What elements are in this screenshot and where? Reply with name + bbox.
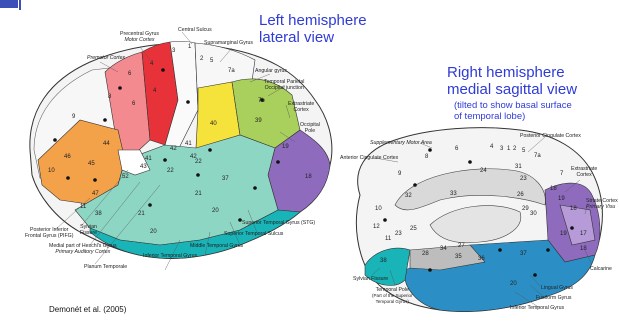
- temporal-parietal-line2: Occipital junction: [264, 85, 304, 91]
- label-planum-temporale: Planum Temporale: [84, 264, 127, 270]
- label-supramarginal-gyrus: Supramarginal Gyrus: [204, 40, 253, 46]
- label-central-sulcus: Central Sulcus: [178, 27, 212, 33]
- label-striate-cortex: Striate Cortex Primary Visu: [586, 198, 618, 210]
- label-superior-temporal-sulcus: Superior Temporal Sulcus: [224, 231, 283, 237]
- label-inferior-temporal-gyrus-right: Inferior Temporal Gyrus: [510, 305, 564, 311]
- svg-text:25: 25: [410, 226, 417, 232]
- svg-text:29: 29: [522, 206, 529, 212]
- svg-text:23: 23: [520, 176, 527, 182]
- svg-text:18: 18: [550, 186, 557, 192]
- svg-text:18: 18: [570, 206, 577, 212]
- svg-text:34: 34: [440, 246, 447, 252]
- svg-text:19: 19: [558, 196, 565, 202]
- label-sylvian-fissure-left: Sylvian Fissure: [80, 224, 97, 236]
- svg-text:35: 35: [455, 254, 462, 260]
- label-extrastriate-right: Extrastriate Cortex: [571, 166, 597, 178]
- svg-text:20: 20: [510, 281, 517, 287]
- svg-text:26: 26: [517, 192, 524, 198]
- striate-line2: Primary Visu: [586, 204, 618, 210]
- label-middle-temporal-gyrus: Middle Temporal Gyrus: [190, 243, 243, 249]
- extrastriate-right-line2: Cortex: [571, 172, 597, 178]
- svg-text:12: 12: [373, 224, 380, 230]
- label-temporal-pole: Temporal Pole (Part of the Superior Temp…: [372, 287, 413, 305]
- svg-text:10: 10: [375, 206, 382, 212]
- label-occipital-pole: Occipital Pole: [300, 122, 320, 134]
- label-superior-temporal-gyrus: Superior Temporal Gyrus (STG): [242, 220, 315, 226]
- svg-text:19: 19: [560, 231, 567, 237]
- label-posterior-inferior-frontal: Posterior Inferior Frontal Gyrus (PIFG): [25, 227, 73, 239]
- svg-text:17: 17: [580, 231, 587, 237]
- svg-text:7a: 7a: [534, 153, 541, 159]
- label-heschls-gyrus: Medial part of Heschl's Gyrus Primary Au…: [49, 243, 117, 255]
- label-supplementary-motor-area: Supplementary Motor Area: [370, 140, 432, 146]
- pifg-line2: Frontal Gyrus (PIFG): [25, 233, 73, 239]
- svg-text:37: 37: [520, 251, 527, 257]
- temporal-pole-line3: Temporal Gyrus): [372, 299, 413, 305]
- label-lingual-gyrus: Lingual Gyrus: [541, 285, 573, 291]
- label-extrastriate-left: Extrastriate Cortex: [288, 101, 314, 113]
- label-inferior-temporal-gyrus-left: Inferior Temporal Gyrus: [143, 253, 197, 259]
- label-angular-gyrus: Angular gyrus: [255, 68, 287, 74]
- svg-text:30: 30: [530, 211, 537, 217]
- svg-text:32: 32: [405, 193, 412, 199]
- citation: Demonét et al. (2005): [49, 305, 126, 314]
- label-posterior-cingulate: Posterior Cingulate Cortex: [520, 133, 581, 139]
- svg-text:24: 24: [480, 168, 487, 174]
- label-precentral-gyrus: Precentral Gyrus Motor Cortex: [120, 31, 159, 43]
- label-fusiform-gyrus: Fusiform Gyrus: [536, 295, 571, 301]
- label-calcarine: Calcarine: [590, 266, 612, 272]
- svg-text:38: 38: [380, 258, 387, 264]
- heschl-line2: Primary Auditory Cortex: [49, 249, 117, 255]
- extrastriate-left-line2: Cortex: [288, 107, 314, 113]
- occipital-pole-line2: Pole: [300, 128, 320, 134]
- svg-text:27: 27: [458, 243, 465, 249]
- label-premotor-cortex: Premotor Cortex: [87, 55, 125, 61]
- svg-text:33: 33: [450, 191, 457, 197]
- svg-text:36: 36: [478, 256, 485, 262]
- label-sylvian-fissure-right: Sylvian Fissure: [353, 276, 388, 282]
- label-anterior-cingulate: Anterior Cingulate Cortex: [340, 155, 398, 161]
- sylvian-left-line2: Fissure: [80, 230, 97, 236]
- svg-text:28: 28: [422, 251, 429, 257]
- label-temporal-parietal: Temporal Parietal Occipital junction: [264, 79, 304, 91]
- svg-text:31: 31: [515, 164, 522, 170]
- motor-cortex-text: Motor Cortex: [120, 37, 159, 43]
- svg-text:18: 18: [580, 246, 587, 252]
- svg-text:11: 11: [385, 236, 392, 242]
- svg-text:23: 23: [395, 231, 402, 237]
